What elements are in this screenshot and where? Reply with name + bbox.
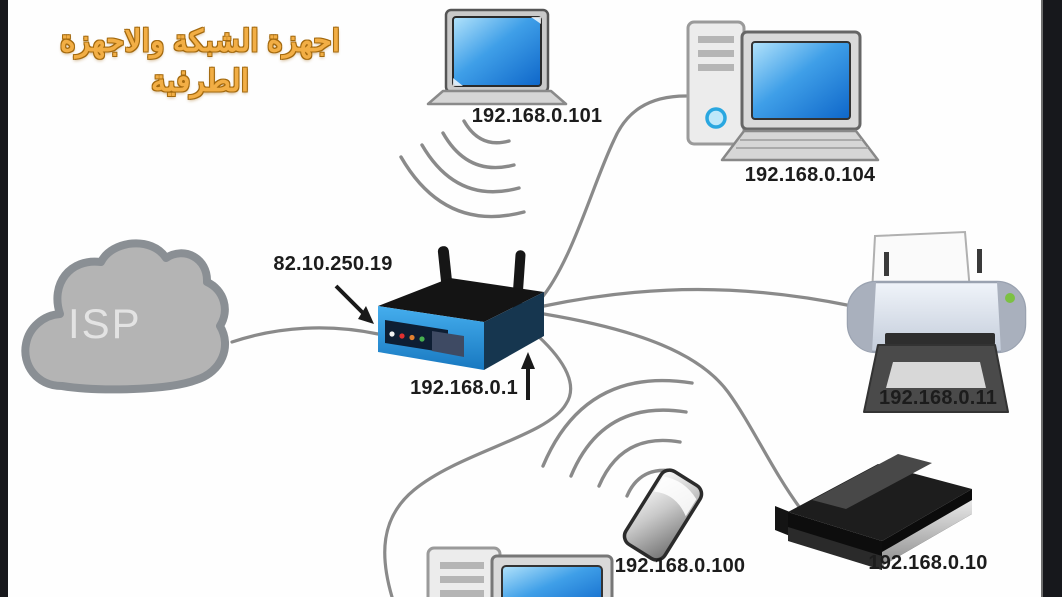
network-cables: [230, 94, 854, 597]
printer-ip-label: 192.168.0.11: [878, 387, 998, 409]
router-wan-ip-label: 82.10.250.19: [273, 253, 393, 275]
phone-ip-label: 192.168.0.100: [614, 555, 746, 577]
smartphone-icon: [622, 468, 704, 562]
letterbox-bar-left: [0, 0, 8, 597]
network-switch-icon: [775, 454, 972, 570]
printer-icon: [846, 230, 1027, 413]
cable-router-desktop2: [383, 334, 573, 597]
letterbox-bar-right: [1041, 0, 1062, 597]
wan-ip-arrow: [334, 284, 374, 324]
router-ip-arrow: [521, 352, 535, 400]
cable-isp-router: [230, 326, 380, 344]
router-lan-ip-label: 192.168.0.1: [410, 377, 518, 399]
diagram-title: اجهزة الشبكة والاجهزة الطرفية: [30, 22, 370, 102]
isp-cloud-icon: [21, 239, 229, 394]
isp-label: ISP: [68, 300, 142, 347]
diagram-title-line1: اجهزة الشبكة والاجهزة: [59, 25, 341, 58]
laptop-ip-label: 192.168.0.101: [471, 105, 603, 127]
switch-ip-label: 192.168.0.10: [868, 552, 988, 574]
cable-router-printer: [542, 287, 854, 308]
laptop-icon: [426, 8, 568, 106]
desktop-ip-label: 192.168.0.104: [744, 164, 876, 186]
desktop-computer2-icon: [426, 546, 614, 597]
cable-router-switch: [542, 312, 802, 510]
cable-router-desktop: [538, 94, 688, 302]
diagram-title-line2: الطرفية: [150, 65, 250, 98]
wifi-waves-laptop: [399, 119, 526, 219]
desktop-computer-icon: [686, 20, 880, 162]
router-icon: [378, 246, 544, 370]
